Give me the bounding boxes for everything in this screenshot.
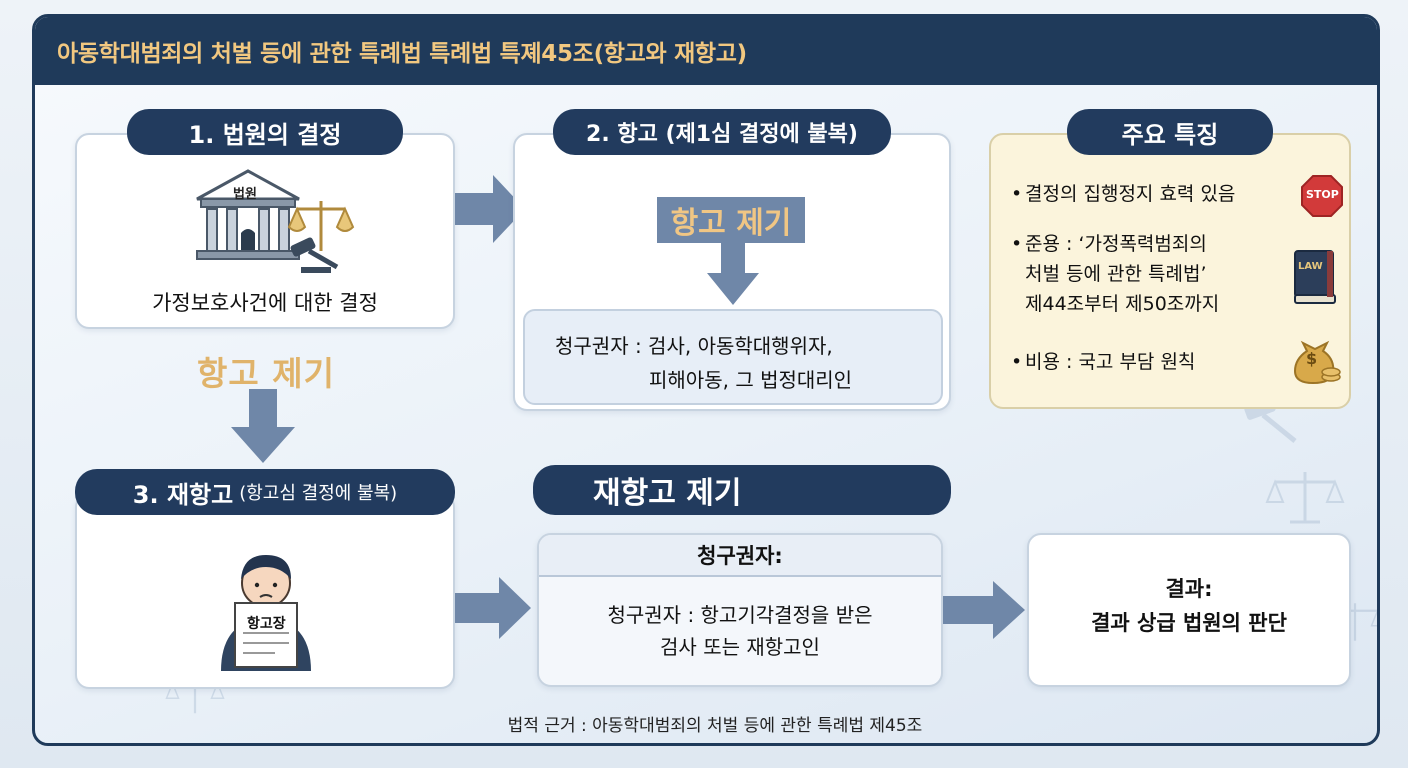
result-line2: 결과 상급 법원의 판단 bbox=[1091, 611, 1287, 635]
law-book-text: LAW bbox=[1298, 261, 1323, 272]
step3-pill-sub: (항고심 결정에 불복) bbox=[239, 483, 398, 504]
refiling-pill: 재항고 제기 bbox=[533, 465, 951, 515]
step2-claimants-line2: 피해아동, 그 법정대리인 bbox=[649, 368, 853, 392]
left-filing-label: 항고 제기 bbox=[197, 354, 335, 393]
step1-pill: 1. 법원의 결정 bbox=[127, 109, 403, 155]
feature-item-2-line1: 준용 : ‘가정폭력범죄의 bbox=[1025, 233, 1207, 255]
appeal-paper-label: 항고장 bbox=[247, 616, 286, 632]
arrow-down-left bbox=[231, 389, 295, 463]
step2-claimants-line1: 청구권자 : 검사, 아동학대행위자, bbox=[555, 334, 833, 358]
feature-item-1: • 결정의 집행정지 효력 있음 bbox=[1011, 179, 1236, 209]
result-line1: 결과: bbox=[1165, 577, 1213, 601]
features-pill: 주요 특징 bbox=[1067, 109, 1273, 155]
feature-item-3: • 비용 : 국고 부담 원칙 bbox=[1011, 347, 1196, 377]
person-holding-appeal-icon bbox=[221, 555, 311, 671]
bullet-icon: • bbox=[1011, 351, 1023, 373]
bullet-icon: • bbox=[1011, 183, 1023, 205]
feature-item-2-line2: 처벌 등에 관한 특례법’ bbox=[1025, 263, 1207, 285]
step1-caption: 가정보호사건에 대한 결정 bbox=[152, 291, 378, 315]
arrow-right-1 bbox=[455, 175, 525, 243]
refiling-line2: 검사 또는 재항고인 bbox=[660, 635, 820, 659]
feature-item-1-text: 결정의 집행정지 효력 있음 bbox=[1025, 183, 1236, 205]
step2-claimants-box bbox=[523, 309, 943, 405]
court-building-icon bbox=[196, 169, 300, 260]
arrow-right-2 bbox=[455, 577, 531, 639]
features-card bbox=[989, 133, 1351, 409]
refiling-header: 청구권자: bbox=[539, 535, 941, 577]
arrow-down-step2 bbox=[707, 243, 759, 305]
step2-pill: 2. 항고 (제1심 결정에 불복) bbox=[553, 109, 891, 155]
step2-filing-label: 항고 제기 bbox=[657, 197, 805, 243]
refiling-line1: 청구권자 : 항고기각결정을 받은 bbox=[607, 603, 873, 627]
feature-item-2-line3: 제44조부터 제50조까지 bbox=[1025, 293, 1220, 315]
money-bag-text: $ bbox=[1306, 349, 1318, 368]
law-book-icon bbox=[1294, 250, 1336, 304]
court-sign: 법원 bbox=[233, 187, 257, 202]
scales-gavel-icon bbox=[287, 201, 355, 273]
step3-pill: 3. 재항고 (항고심 결정에 불복) bbox=[75, 469, 455, 515]
page-title: 아동학대범죄의 처벌 등에 관한 특례법 특례법 특졔45조(항고와 재항고) bbox=[35, 17, 1377, 85]
feature-item-3-text: 비용 : 국고 부담 원칙 bbox=[1025, 351, 1196, 373]
result-card bbox=[1027, 533, 1351, 687]
stop-sign-text: STOP bbox=[1306, 188, 1339, 201]
money-bag-icon bbox=[1293, 340, 1341, 385]
feature-item-2-line2-row: 처벌 등에 관한 특례법’ bbox=[1025, 259, 1206, 289]
feature-item-2-line3-row: 제44조부터 제50조까지 bbox=[1025, 289, 1219, 319]
scales-deco-icon bbox=[1265, 472, 1345, 524]
feature-item-2: • 준용 : ‘가정폭력범죄의 bbox=[1011, 229, 1207, 259]
infographic-frame: 아동학대범죄의 처벌 등에 관한 특례법 특례법 특졔45조(항고와 재항고) … bbox=[32, 14, 1380, 746]
arrow-right-3 bbox=[943, 581, 1025, 639]
legal-basis: 법적 근거 : 아동학대범죄의 처벌 등에 관한 특례법 제45조 bbox=[507, 716, 923, 736]
step3-pill-main: 3. 재항고 bbox=[132, 480, 234, 509]
stop-sign-icon bbox=[1301, 175, 1343, 217]
bullet-icon: • bbox=[1011, 233, 1023, 255]
